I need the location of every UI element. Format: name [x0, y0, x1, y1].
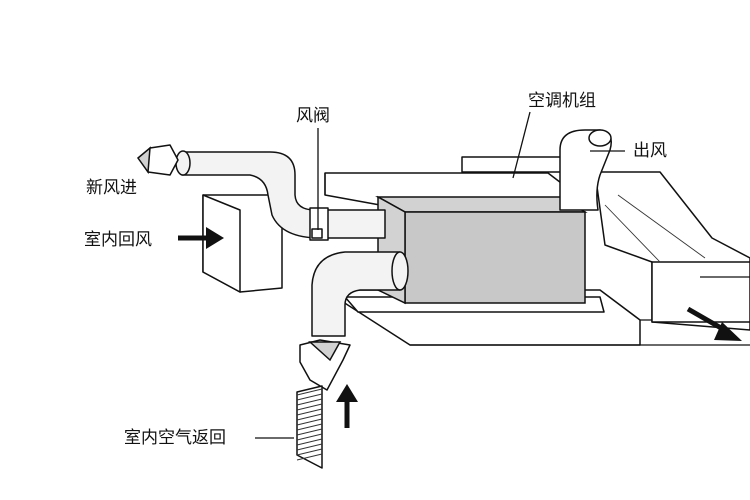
ac-unit-box [375, 195, 588, 305]
leader-lines [255, 111, 750, 439]
label-damper: 风阀 [296, 106, 330, 126]
label-ac-unit: 空调机组 [528, 91, 596, 111]
arrow-air-return-up [336, 384, 358, 428]
return-air-elbow [299, 251, 409, 391]
label-indoor-air-return: 室内空气返回 [124, 428, 226, 448]
label-indoor-return: 室内回风 [84, 230, 152, 250]
arrow-indoor-return-in [178, 227, 224, 249]
fresh-air-duct [136, 144, 386, 241]
arrow-air-out [686, 306, 742, 341]
return-air-box [202, 194, 283, 293]
return-air-grille [296, 385, 323, 469]
label-air-out: 出风 [633, 141, 667, 161]
label-fresh-air-in: 新风进 [86, 178, 137, 198]
